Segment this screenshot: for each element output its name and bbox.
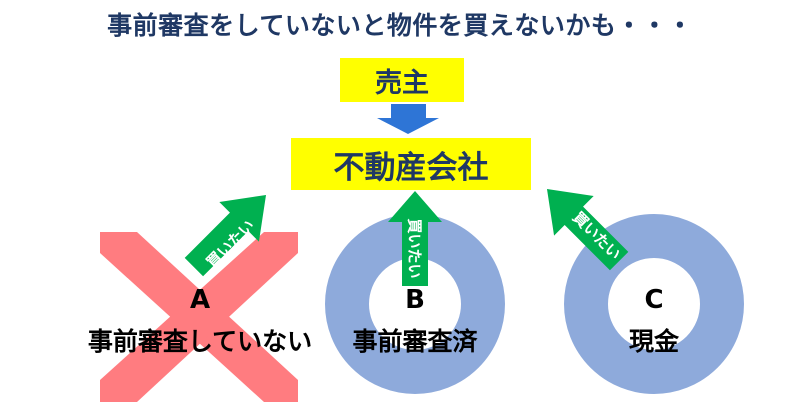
arrow-c-icon xyxy=(546,188,629,271)
buyer-c-letter: C xyxy=(644,285,664,315)
arrow-down-icon xyxy=(377,104,439,134)
buyer-b-letter: B xyxy=(405,285,425,315)
arrow-b-label: 買いたい xyxy=(405,218,424,279)
buyer-a-desc: 事前審査していない xyxy=(87,327,313,356)
real-estate-company-box: 不動産会社 xyxy=(291,138,531,190)
cross-mark-a xyxy=(100,232,298,402)
arrow-b-icon xyxy=(388,191,442,286)
ring-c xyxy=(564,214,744,394)
buyer-b-desc: 事前審査済 xyxy=(352,327,478,356)
page-title: 事前審査をしていないと物件を買えないかも・・・ xyxy=(107,11,693,40)
arrow-a-icon xyxy=(184,194,267,277)
buyer-a-letter: A xyxy=(189,285,211,315)
buyer-c-desc: 現金 xyxy=(628,327,679,356)
seller-box: 売主 xyxy=(340,58,464,102)
